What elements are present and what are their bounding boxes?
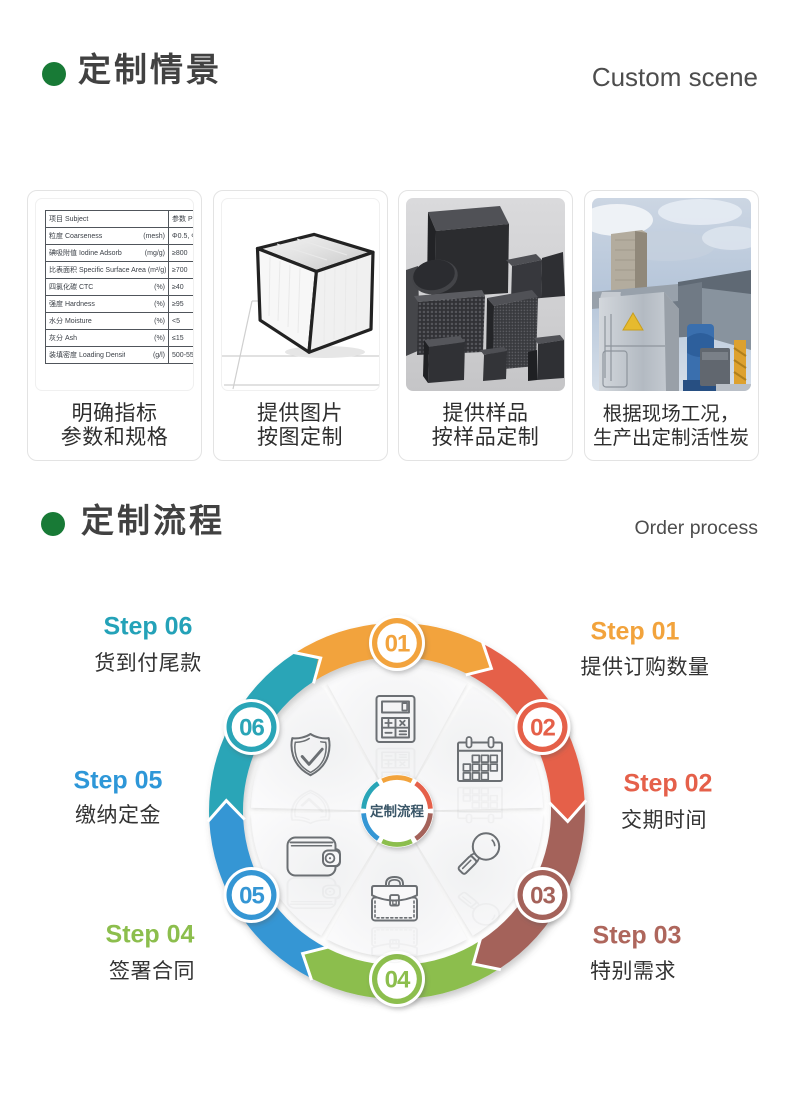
svg-text:05: 05 [239, 883, 264, 910]
svg-text:定制流程: 定制流程 [370, 803, 424, 819]
svg-text:04: 04 [385, 967, 411, 994]
svg-text:03: 03 [530, 883, 555, 910]
svg-text:01: 01 [385, 631, 410, 658]
svg-text:06: 06 [239, 715, 264, 742]
svg-text:02: 02 [530, 715, 555, 742]
